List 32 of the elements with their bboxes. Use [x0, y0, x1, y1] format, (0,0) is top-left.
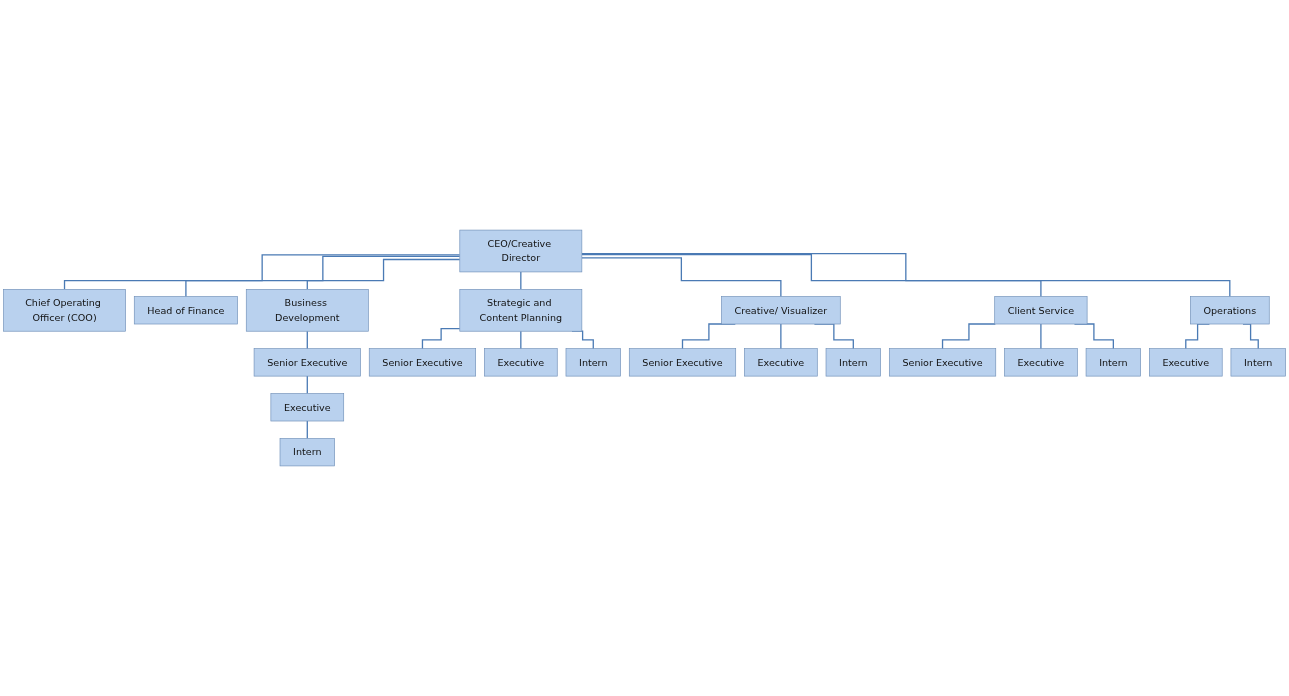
- connector: [306, 258, 461, 291]
- connector: [581, 257, 782, 298]
- node-box: Executive: [270, 393, 345, 422]
- connector: [780, 323, 782, 350]
- connector: [1040, 323, 1042, 350]
- node-box: Intern: [825, 348, 881, 377]
- connector: [185, 255, 461, 298]
- node-box: Operations: [1190, 296, 1270, 325]
- node-box: Strategic and Content Planning: [459, 289, 583, 332]
- node-box: Senior Executive: [889, 348, 997, 377]
- node-box: CEO/Creative Director: [459, 229, 583, 273]
- node-box: Senior Executive: [368, 348, 476, 377]
- node-box: Intern: [279, 438, 335, 467]
- node-box: Head of Finance: [133, 296, 238, 325]
- node-box: Senior Executive: [253, 348, 361, 377]
- connector: [581, 252, 1231, 298]
- connector: [63, 254, 461, 291]
- connector: [421, 328, 461, 350]
- node-box: Executive: [744, 348, 818, 377]
- connector: [941, 323, 996, 350]
- node-box: Senior Executive: [628, 348, 737, 377]
- node-box: Creative/ Visualizer: [721, 296, 841, 325]
- node-box: Intern: [565, 348, 621, 377]
- node-box: Client Service: [994, 296, 1088, 325]
- node-box: Executive: [1149, 348, 1223, 377]
- node-box: Intern: [1230, 348, 1286, 377]
- node-box: Executive: [484, 348, 558, 377]
- node-box: Business Development: [245, 289, 369, 332]
- node-box: Intern: [1085, 348, 1141, 377]
- connector: [581, 253, 1042, 298]
- node-box: Executive: [1004, 348, 1078, 377]
- node-box: Chief Operating Officer (COO): [3, 289, 126, 332]
